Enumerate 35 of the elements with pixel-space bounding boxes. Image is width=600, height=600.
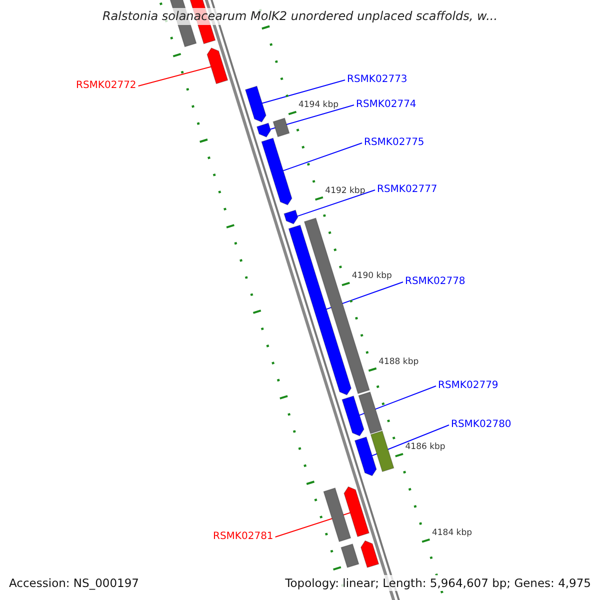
gene-bar [370, 430, 394, 472]
scale-label: 4186 kbp [405, 442, 446, 452]
gene-bar [340, 543, 360, 568]
gene-label: RSMK02775 [364, 137, 424, 149]
leader-line [282, 142, 362, 172]
leader-line [262, 80, 346, 104]
leader-line [138, 66, 212, 86]
gene-feature [284, 210, 298, 224]
gene-label: RSMK02781 [213, 531, 274, 543]
scale-label: 4194 kbp [298, 100, 339, 110]
scale-label: 4190 kbp [352, 271, 392, 282]
gene-label: RSMK02774 [356, 99, 416, 111]
gene-label: RSMK02778 [405, 276, 466, 288]
gene-feature [256, 122, 272, 138]
gene-feature [244, 86, 266, 122]
gene-feature [261, 138, 292, 206]
gene-feature [342, 396, 364, 436]
gene-bar [272, 118, 290, 138]
gene-feature [206, 47, 228, 84]
gene-bar [358, 392, 382, 434]
gene-feature [360, 540, 380, 568]
gene-feature [288, 224, 352, 396]
gene-label: RSMK02773 [347, 74, 408, 86]
scale-label: 4188 kbp [378, 356, 419, 367]
gene-feature [354, 436, 377, 476]
leader-line [270, 104, 354, 130]
scale-label: 4184 kbp [432, 528, 472, 538]
gene-feature [344, 486, 370, 538]
gene-label: RSMK02779 [438, 380, 498, 392]
gene-label: RSMK02780 [451, 419, 512, 431]
gene-label: RSMK02777 [377, 184, 438, 196]
scale-label: 4192 kbp [325, 186, 366, 196]
gene-bar [323, 488, 352, 542]
leader-line [296, 190, 376, 217]
gene-label: RSMK02772 [76, 80, 136, 92]
